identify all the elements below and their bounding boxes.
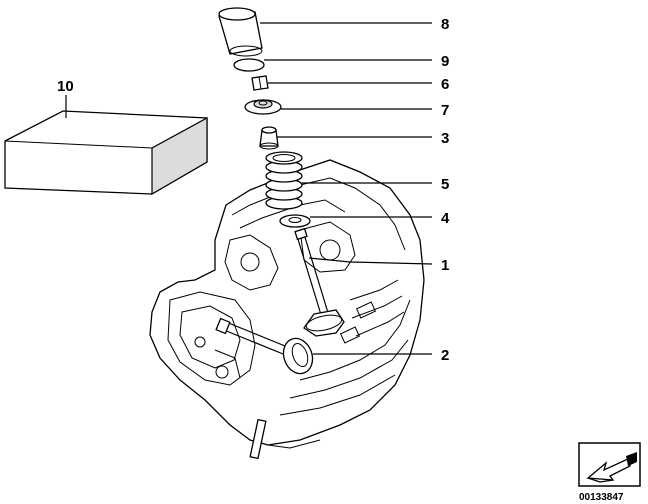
part-6-valve-collet[interactable]: [251, 75, 269, 91]
part-2-valve[interactable]: [215, 317, 317, 378]
label-part-9: 9: [441, 53, 449, 70]
label-part-4: 4: [441, 210, 450, 227]
label-part-6: 6: [441, 76, 449, 93]
cylinder-head: [149, 159, 425, 460]
label-part-10: 10: [57, 78, 74, 95]
label-part-3: 3: [441, 130, 449, 147]
drawing-arrow-icon: [578, 442, 641, 487]
part-8-bucket-tappet[interactable]: [218, 7, 263, 57]
label-part-7: 7: [441, 102, 449, 119]
drawing-number: 00133847: [579, 492, 624, 503]
part-7-spring-retainer[interactable]: [244, 99, 282, 115]
part-9-shim[interactable]: [233, 58, 265, 72]
part-5-valve-spring[interactable]: [265, 151, 303, 210]
part-1-valve[interactable]: [294, 227, 345, 337]
part-3-valve-stem-seal[interactable]: [259, 126, 279, 150]
label-part-1: 1: [441, 257, 449, 274]
leader-line-1: [308, 257, 433, 265]
label-part-8: 8: [441, 16, 449, 33]
part-10-kit-box[interactable]: [4, 110, 208, 196]
part-4-washer[interactable]: [279, 214, 311, 228]
label-part-5: 5: [441, 176, 449, 193]
label-part-2: 2: [441, 347, 449, 364]
